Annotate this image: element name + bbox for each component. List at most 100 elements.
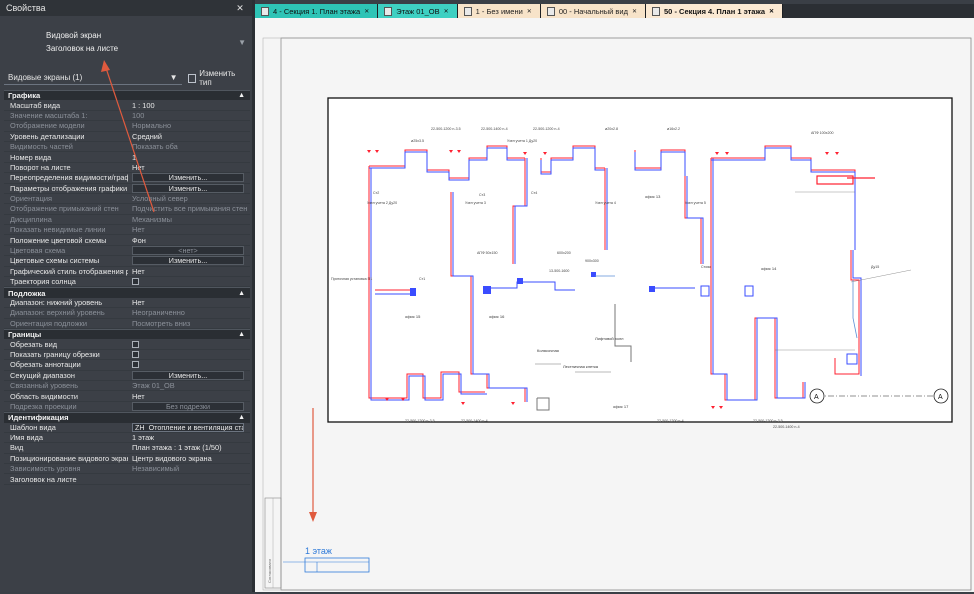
radiator-marker: [835, 152, 839, 155]
radiator-marker: [401, 398, 405, 401]
section-header[interactable]: Идентификация ▲: [4, 412, 250, 423]
property-value[interactable]: Изменить...: [128, 183, 250, 193]
room-label: офис 17: [613, 404, 629, 409]
axis-bubble: [933, 388, 949, 404]
valve-icon: [846, 353, 858, 365]
property-value[interactable]: Центр видового экрана: [132, 453, 212, 463]
annotation: ø20x2.8: [605, 127, 618, 131]
view-tab[interactable]: 4 - Секция 1. План этажа✕: [255, 4, 379, 18]
section-header[interactable]: Графика▲: [4, 90, 250, 101]
edit-type-icon: [187, 73, 197, 83]
property-value[interactable]: План этажа : 1 этаж (1/50): [132, 443, 222, 453]
collapse-icon[interactable]: ▲: [238, 92, 245, 100]
property-label: Обрезать аннотации: [10, 360, 81, 370]
close-tab-icon[interactable]: ✕: [526, 8, 532, 15]
panel-splitter[interactable]: [252, 0, 255, 592]
view-tab[interactable]: 00 - Начальный вид✕: [540, 4, 647, 18]
property-label: Отображение модели: [10, 121, 85, 131]
annotation: 22-500-1400 n-4: [481, 127, 508, 131]
property-value[interactable]: 1 этаж: [132, 433, 155, 443]
type-selector-preview[interactable]: Видовой экран Заголовок на листе ▼: [4, 18, 248, 68]
instance-filter-row: Видовые экраны (1) ▼ Изменить тип: [4, 69, 248, 87]
property-label: Вид: [10, 443, 24, 453]
property-row: Заголовок на листе: [4, 474, 250, 485]
property-value[interactable]: Изменить...: [128, 256, 250, 266]
property-checkbox[interactable]: [132, 278, 139, 286]
property-value[interactable]: Нет: [132, 162, 145, 172]
property-edit-button[interactable]: Изменить...: [132, 370, 244, 380]
view-tab[interactable]: 50 - Секция 4. План 1 этажа✕: [646, 4, 784, 18]
property-value[interactable]: Изменить...: [128, 370, 250, 380]
section-title: Идентификация: [8, 413, 69, 423]
chevron-down-icon: ▼: [169, 73, 178, 82]
collapse-icon[interactable]: ▲: [238, 289, 245, 297]
property-edit-button[interactable]: Изменить...: [132, 183, 244, 193]
radiator-marker: [461, 402, 465, 405]
section-header[interactable]: Подложка ▲: [4, 287, 250, 298]
chevron-down-icon[interactable]: ▼: [238, 38, 246, 47]
property-value[interactable]: [128, 361, 250, 369]
property-label: Положение цветовой схемы: [10, 235, 107, 245]
sheet-icon: [652, 6, 661, 16]
room-label: офис 14: [761, 266, 777, 271]
close-tab-icon[interactable]: ✕: [443, 8, 449, 15]
radiator-marker: [367, 150, 371, 153]
view-tab[interactable]: Этаж 01_OB✕: [378, 4, 458, 18]
view-tab[interactable]: 1 - Без имени✕: [457, 4, 541, 18]
property-value[interactable]: Нет: [132, 266, 145, 276]
property-value[interactable]: Фон: [132, 235, 146, 245]
property-edit-button[interactable]: Изменить...: [132, 173, 244, 183]
close-icon[interactable]: ✕: [236, 2, 244, 13]
property-label: Уровень детализации: [10, 131, 85, 141]
property-checkbox[interactable]: [132, 340, 139, 348]
radiator-marker: [719, 406, 723, 409]
view-tab-label: 50 - Секция 4. План 1 этажа: [664, 6, 766, 16]
property-value[interactable]: ZH_Отопление и вентиляция стадия Р: [128, 422, 250, 432]
property-label: Диапазон: верхний уровень: [10, 308, 105, 318]
property-edit-button[interactable]: Изменить...: [132, 256, 244, 266]
property-value[interactable]: Средний: [132, 131, 163, 141]
property-input[interactable]: ZH_Отопление и вентиляция стадия Р: [132, 422, 244, 432]
property-value: Посмотреть вниз: [132, 318, 191, 328]
return-pipe: [634, 151, 686, 178]
close-tab-icon[interactable]: ✕: [631, 8, 638, 15]
close-tab-icon[interactable]: ✕: [769, 8, 775, 15]
property-value[interactable]: Нет: [132, 298, 145, 307]
property-value[interactable]: Нет: [132, 391, 145, 401]
property-value[interactable]: Изменить...: [128, 173, 250, 183]
return-pipe: [686, 176, 704, 264]
property-value: Условный север: [132, 194, 188, 204]
property-value[interactable]: 1: [132, 152, 137, 162]
property-checkbox[interactable]: [132, 350, 139, 358]
supply-pipe: [369, 145, 525, 179]
properties-title: Свойства: [6, 3, 46, 13]
property-label: Дисциплина: [10, 214, 52, 224]
property-value[interactable]: [128, 340, 250, 348]
property-value[interactable]: 1 : 100: [132, 100, 155, 110]
property-value[interactable]: [128, 278, 250, 286]
property-checkbox[interactable]: [132, 361, 139, 369]
valve-icon: [591, 272, 596, 277]
property-label: Переопределения видимости/графики: [10, 173, 128, 183]
annotation: Ст4: [531, 191, 537, 195]
view-tab-label: 00 - Начальный вид: [558, 6, 628, 16]
property-value[interactable]: [128, 350, 250, 358]
property-value: Нет: [132, 225, 145, 235]
property-row: Обрезать вид: [4, 339, 250, 350]
annotation: Ст3: [479, 193, 485, 197]
instance-filter-dropdown[interactable]: Видовые экраны (1) ▼: [4, 71, 182, 85]
section-header[interactable]: Границы▲: [4, 328, 250, 340]
collapse-icon[interactable]: ▲: [238, 331, 245, 339]
close-tab-icon[interactable]: ✕: [364, 8, 370, 15]
annotation: ø16x2.2: [667, 127, 680, 131]
collapse-icon[interactable]: ▲: [238, 414, 245, 422]
edit-type-button[interactable]: Изменить тип: [187, 69, 248, 87]
property-row: Вид План этажа : 1 этаж (1/50): [4, 443, 250, 454]
viewport-title-box: [304, 557, 370, 573]
property-row: Графический стиль отображения рас...Нет: [4, 266, 250, 278]
section-title: Подложка: [8, 288, 46, 298]
